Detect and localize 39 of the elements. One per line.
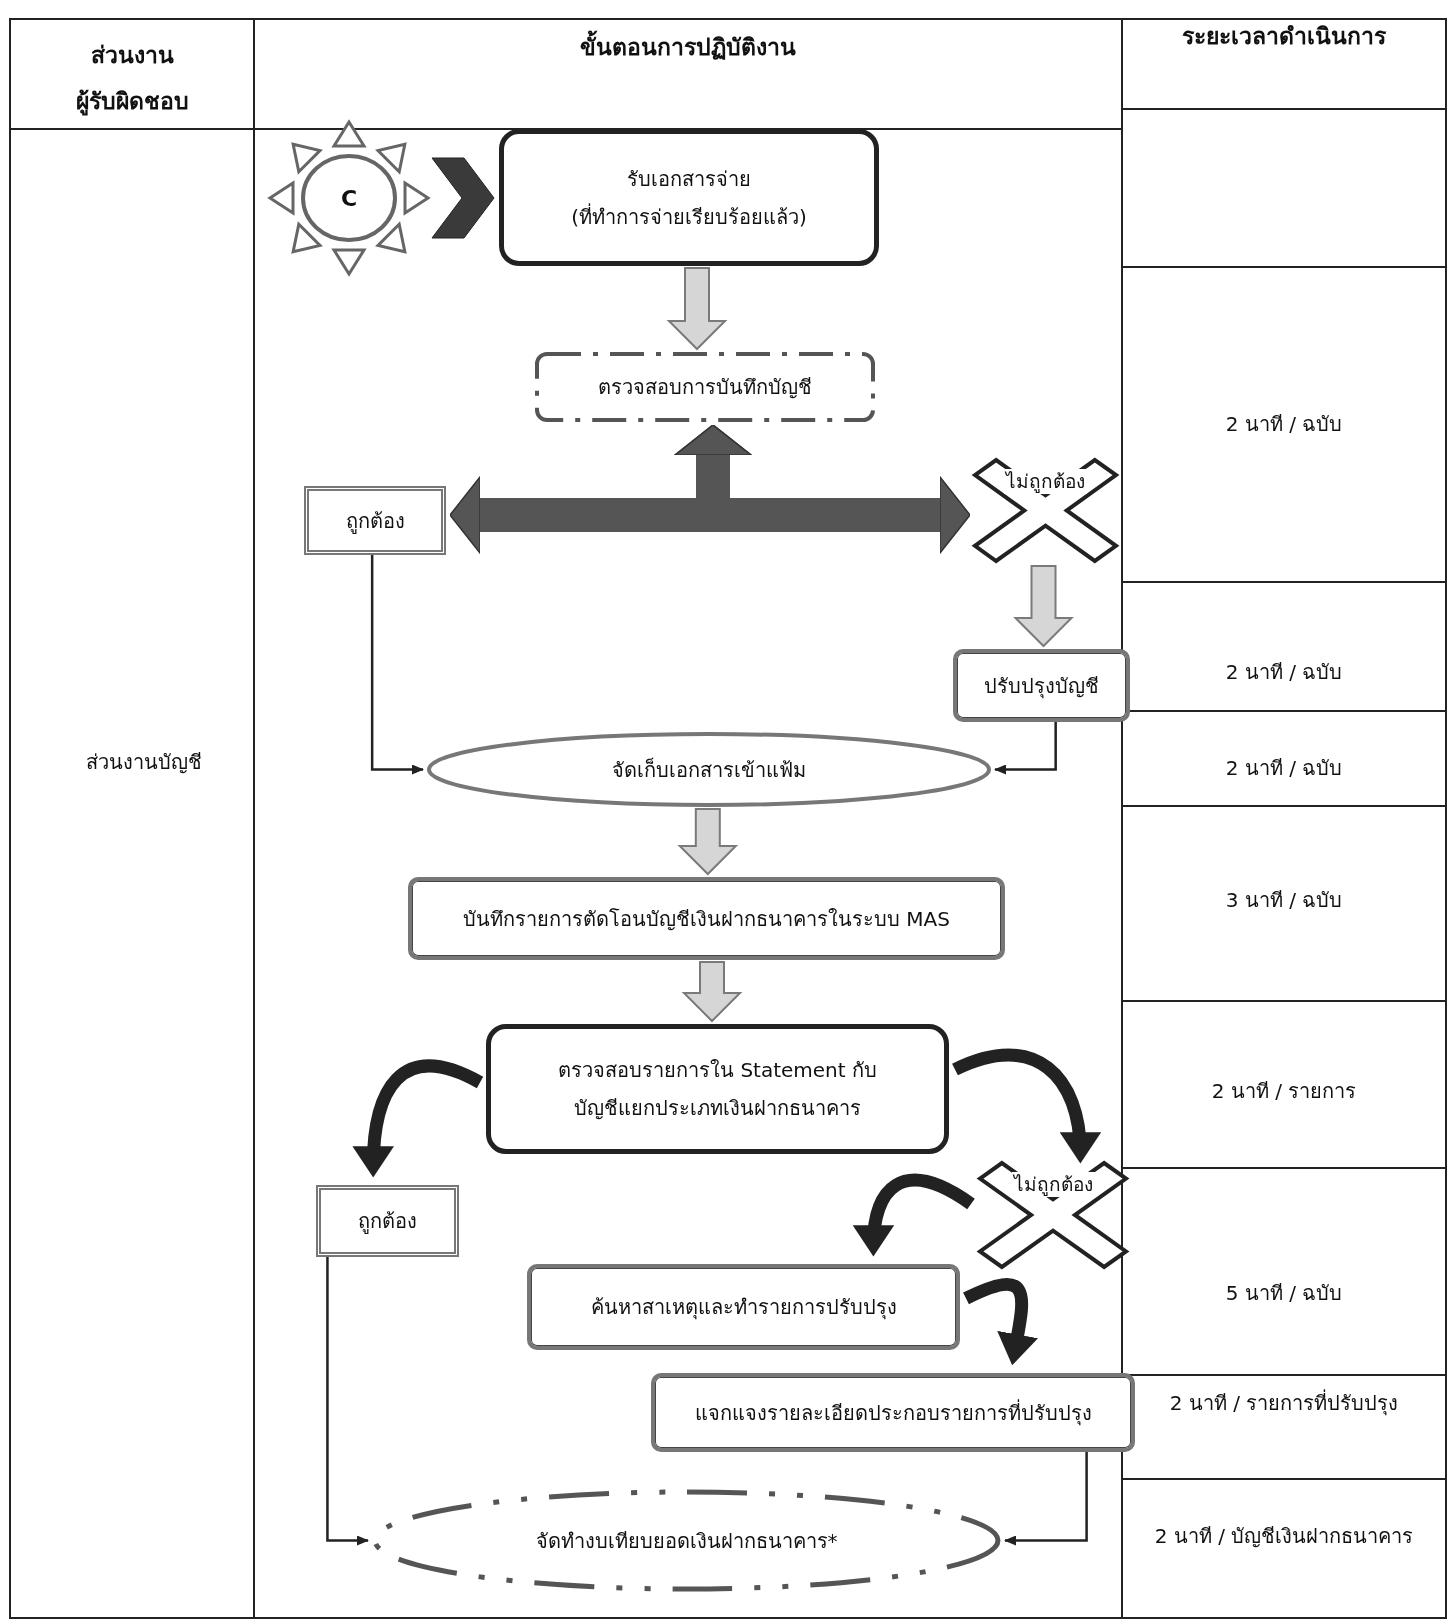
connector-arrow <box>1004 1452 1088 1546</box>
duration-text: 2 นาที / บัญชีเงินฝากธนาคาร <box>1153 1523 1415 1550</box>
process-ellipse: จัดทำงบเทียบยอดเงินฝากธนาคาร* <box>372 1489 1001 1592</box>
block-arrow <box>674 424 971 554</box>
process-box: ตรวจสอบการบันทึกบัญชี <box>535 352 875 422</box>
process-box: แจกแจงรายละเอียดประกอบรายการที่ปรับปรุง <box>651 1373 1135 1452</box>
cross-shape: ไม่ถูกต้อง <box>972 457 1119 564</box>
chevron-arrow <box>431 157 495 239</box>
box-text: รับเอกสารจ่าย <box>627 165 751 193</box>
result-box: ถูกต้อง <box>304 486 446 555</box>
process-ellipse: จัดเก็บเอกสารเข้าแฟ้ม <box>427 732 991 807</box>
block-arrow <box>677 808 739 876</box>
connector-arrow <box>326 1257 369 1546</box>
process-box: ค้นหาสาเหตุและทำรายการปรับปรุง <box>527 1264 960 1350</box>
column-header: ขั้นตอนการปฏิบัติงาน <box>438 24 938 70</box>
duration-text: 2 นาที / ฉบับ <box>1224 411 1344 438</box>
block-arrow <box>681 961 743 1023</box>
curved-arrow <box>353 1059 483 1178</box>
column-header: ส่วนงาน ผู้รับผิดชอบ <box>74 41 190 118</box>
curved-arrow <box>952 1048 1101 1164</box>
duration-text: 2 นาที / ฉบับ <box>1224 755 1344 782</box>
block-arrow <box>1013 565 1074 648</box>
process-box: ตรวจสอบรายการใน Statement กับ บัญชีแยกประเภทเงินฝากธนาคาร <box>486 1024 949 1154</box>
box-text: (ที่ทำการจ่ายเรียบร้อยแล้ว) <box>571 202 807 231</box>
connector-arrow <box>994 722 1057 775</box>
result-box: ถูกต้อง <box>316 1185 459 1257</box>
block-arrow <box>666 267 728 351</box>
duration-text: 2 นาที / รายการ <box>1210 1078 1358 1105</box>
process-box: บันทึกรายการตัดโอนบัญชีเงินฝากธนาคารในระบบ MAS <box>408 877 1005 960</box>
duration-text: 3 นาที / ฉบับ <box>1224 887 1344 914</box>
duration-text: 5 นาที / ฉบับ <box>1224 1280 1344 1307</box>
duration-text: 2 นาที / ฉบับ <box>1224 659 1344 686</box>
process-box <box>499 129 879 266</box>
cross-shape: ไม่ถูกต้อง <box>977 1160 1129 1270</box>
column-header: ระยะเวลาดำเนินการ <box>1181 22 1387 51</box>
department-text: ส่วนงานบัญชี <box>85 749 203 776</box>
connector-arrow <box>370 555 424 775</box>
duration-text: 2 นาที / รายการที่ปรับปรุง <box>1168 1388 1400 1418</box>
process-box: ปรับปรุงบัญชี <box>953 649 1130 722</box>
